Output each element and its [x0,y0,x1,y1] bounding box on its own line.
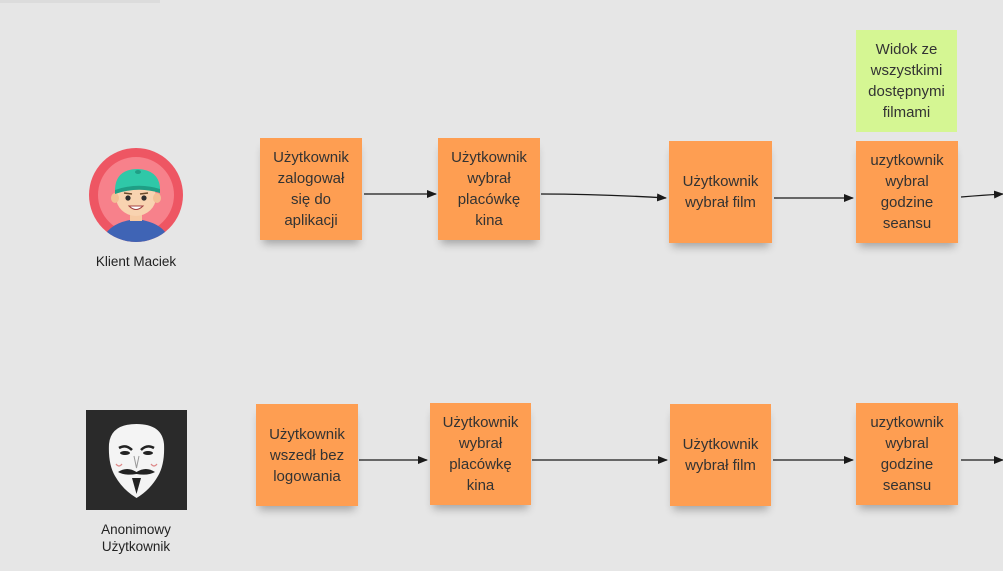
sticky-note-r2-guest[interactable]: Użytkownik wszedł bez logowania [256,404,358,506]
sticky-note-r1-film[interactable]: Użytkownik wybrał film [669,141,772,243]
sticky-note-r2-cinema[interactable]: Użytkownik wybrał placówkę kina [430,403,531,505]
sticky-note-r2-showtime[interactable]: uzytkownik wybral godzine seansu [856,403,958,505]
sticky-note-r1-annotation[interactable]: Widok ze wszystkimi dostępnymi filmami [856,30,957,132]
actor-label-anonimowy: Anonimowy Użytkownik [101,522,171,554]
sticky-text: Użytkownik wybrał film [682,436,759,474]
sticky-text: uzytkownik wybral godzine seansu [870,152,944,232]
sticky-text: Użytkownik wybrał film [682,173,759,211]
boy-cap-avatar-icon [89,148,183,242]
sticky-note-r1-showtime[interactable]: uzytkownik wybral godzine seansu [856,141,958,243]
sticky-text: Użytkownik wybrał placówkę kina [442,414,519,494]
sticky-note-r2-film[interactable]: Użytkownik wybrał film [670,404,771,506]
sticky-text: Użytkownik wybrał placówkę kina [451,149,527,229]
top-edge-line [0,0,160,3]
arrow-r1-4 [960,190,1003,199]
sticky-text: Widok ze wszystkimi dostępnymi filmami [868,41,945,121]
sticky-note-r1-cinema[interactable]: Użytkownik wybrał placówkę kina [438,138,540,240]
anonymous-mask-icon [86,410,187,510]
actor-label-klient: Klient Maciek [95,254,177,269]
sticky-text: Użytkownik zalogował się do aplikacji [273,149,349,229]
sticky-text: Użytkownik wszedł bez logowania [269,425,345,485]
sticky-text: uzytkownik wybral godzine seansu [870,414,944,494]
sticky-note-r1-login[interactable]: Użytkownik zalogował się do aplikacji [260,138,362,240]
arrow-r1-2 [540,193,667,202]
